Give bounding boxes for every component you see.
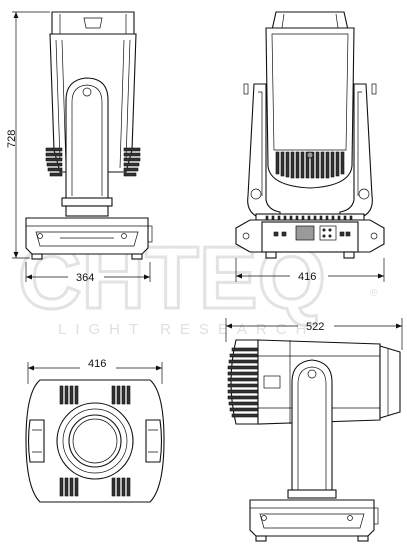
front-view-vents bbox=[275, 151, 345, 179]
length-dimension-label: 522 bbox=[306, 321, 324, 333]
side-width-dimension-label: 364 bbox=[76, 272, 94, 284]
top-view-fins bbox=[59, 385, 131, 497]
watermark-tagline: LIGHT RESEARCH bbox=[58, 321, 315, 338]
front-view-base-teeth bbox=[265, 215, 353, 221]
top-view: 416 bbox=[25, 358, 165, 503]
front-width-dimension-label: 416 bbox=[298, 271, 316, 283]
tilted-side-view: 522 bbox=[225, 318, 403, 542]
watermark-registered-mark: ® bbox=[370, 288, 378, 299]
top-width-dimension-label: 416 bbox=[88, 358, 106, 370]
side-view-fins bbox=[45, 147, 141, 177]
height-dimension-label: 728 bbox=[6, 130, 18, 148]
side-view: 728 364 bbox=[6, 11, 153, 284]
front-view: 416 bbox=[235, 11, 385, 283]
